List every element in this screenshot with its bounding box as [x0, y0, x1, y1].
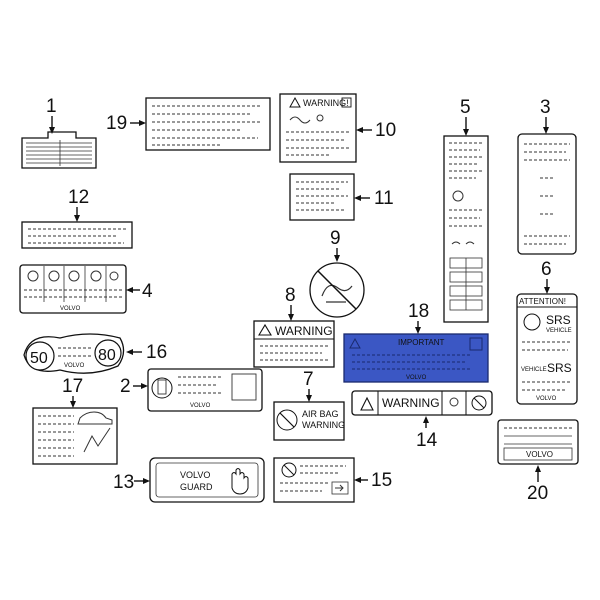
- callout-3: 3: [540, 97, 551, 118]
- callout-16: 16: [146, 342, 167, 363]
- label-10-warning: WARNING!: [303, 98, 349, 108]
- callout-4: 4: [142, 281, 153, 302]
- part-5-label[interactable]: [443, 135, 489, 323]
- callout-5: 5: [460, 97, 471, 118]
- callout-15: 15: [371, 470, 392, 491]
- part-4-label[interactable]: VOLVO: [19, 264, 127, 314]
- arrow-5: [463, 129, 469, 136]
- part-11-label[interactable]: [289, 173, 355, 221]
- arrow-7: [306, 395, 312, 402]
- part-6-label[interactable]: ATTENTION! SRS VEHICLE VEHICLE SRS VOLVO: [516, 293, 578, 405]
- part-17-label[interactable]: [32, 407, 118, 465]
- arrow-15: [354, 477, 361, 483]
- part-13-label[interactable]: VOLVO GUARD: [149, 457, 265, 503]
- callout-14: 14: [416, 430, 438, 451]
- label-6-srs-bottom: SRS: [547, 361, 572, 375]
- callout-12: 12: [68, 187, 89, 208]
- arrow-4: [126, 287, 133, 293]
- arrow-2: [141, 383, 148, 389]
- callout-19: 19: [106, 113, 127, 134]
- callout-20: 20: [527, 483, 548, 504]
- callout-13: 13: [113, 472, 134, 493]
- part-1-label[interactable]: [21, 131, 97, 169]
- callout-6: 6: [541, 259, 552, 280]
- arrow-9: [334, 255, 340, 262]
- callout-1: 1: [46, 96, 57, 117]
- label-14-warning: WARNING: [382, 396, 440, 410]
- arrow-1: [49, 127, 55, 134]
- label-18-volvo: VOLVO: [406, 375, 427, 381]
- arrow-14: [423, 416, 429, 423]
- callout-10: 10: [375, 120, 396, 141]
- callout-18: 18: [408, 301, 429, 322]
- label-13-line2: GUARD: [180, 482, 213, 492]
- arrow-13: [143, 478, 150, 484]
- arrow-3: [543, 127, 549, 134]
- part-9-label[interactable]: [309, 262, 365, 318]
- label-6-vehicle-top: VEHICLE: [546, 328, 572, 334]
- part-2-label[interactable]: VOLVO: [147, 368, 263, 412]
- callout-7: 7: [303, 369, 314, 390]
- part-12-label[interactable]: [21, 221, 133, 249]
- label-16-50: 50: [30, 350, 48, 367]
- label-16-80: 80: [98, 347, 116, 364]
- label-18-important: IMPORTANT: [398, 338, 444, 347]
- label-16-volvo: VOLVO: [64, 363, 85, 369]
- label-2-volvo: VOLVO: [190, 403, 211, 409]
- label-7-line1: AIR BAG: [302, 409, 339, 419]
- part-20-label[interactable]: VOLVO: [497, 419, 579, 465]
- part-16-label[interactable]: 50 80 VOLVO: [23, 333, 125, 374]
- part-7-label[interactable]: AIR BAG WARNING: [273, 401, 345, 441]
- arrow-20: [535, 465, 541, 472]
- part-14-label[interactable]: WARNING: [351, 390, 493, 416]
- label-6-vehicle-bottom: VEHICLE: [521, 367, 547, 373]
- label-6-srs-top: SRS: [546, 313, 571, 327]
- part-8-label[interactable]: WARNING: [253, 320, 335, 368]
- arrow-6: [544, 287, 550, 294]
- arrow-18: [415, 327, 421, 334]
- arrow-8: [288, 314, 294, 321]
- callout-11: 11: [374, 188, 394, 209]
- label-6-attention: ATTENTION!: [519, 297, 566, 306]
- arrow-12: [74, 215, 80, 222]
- callout-9: 9: [330, 228, 341, 249]
- label-8-warning: WARNING: [275, 324, 333, 338]
- label-6-volvo: VOLVO: [536, 396, 557, 402]
- arrow-19: [139, 120, 146, 126]
- callout-2: 2: [120, 376, 131, 397]
- part-18-label[interactable]: IMPORTANT VOLVO: [343, 333, 489, 383]
- part-19-label[interactable]: [145, 97, 271, 151]
- callout-17: 17: [62, 376, 83, 397]
- callout-8: 8: [285, 285, 296, 306]
- arrow-11: [354, 195, 361, 201]
- arrow-16: [126, 349, 133, 355]
- label-20-volvo: VOLVO: [526, 450, 553, 459]
- part-10-label[interactable]: WARNING!: [279, 93, 357, 163]
- part-3-label[interactable]: [517, 133, 577, 255]
- label-13-line1: VOLVO: [180, 470, 210, 480]
- arrow-10: [356, 127, 363, 133]
- part-15-label[interactable]: [273, 457, 355, 503]
- arrow-17: [70, 401, 76, 408]
- label-7-line2: WARNING: [302, 420, 345, 430]
- label-4-volvo: VOLVO: [60, 306, 81, 312]
